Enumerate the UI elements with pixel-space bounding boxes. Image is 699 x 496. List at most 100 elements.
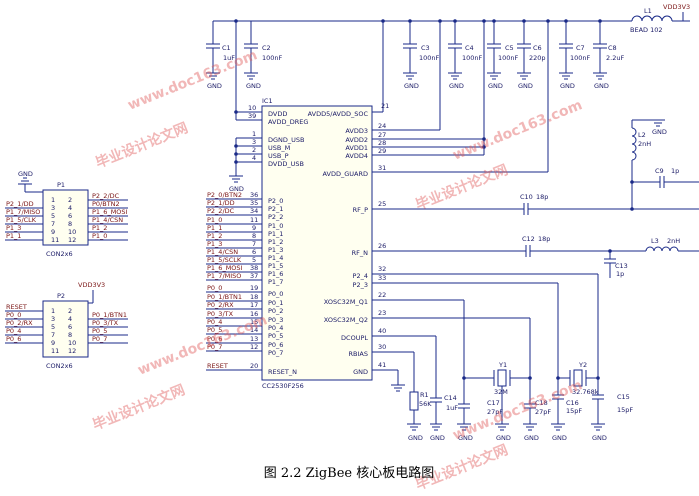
svg-text:P2_4: P2_4 (353, 272, 368, 280)
svg-text:12: 12 (250, 343, 258, 351)
svg-text:XOSC32M_Q2: XOSC32M_Q2 (324, 316, 368, 324)
svg-text:DVDD: DVDD (268, 110, 287, 118)
svg-text:36: 36 (250, 191, 258, 199)
c8-value: 2.2uF (606, 54, 624, 62)
capacitor-c6: C6 220p GND (517, 21, 546, 90)
ic1-usb-pins: GND 1 3 2 4 (229, 130, 262, 193)
svg-text:USB_M: USB_M (268, 144, 290, 152)
capacitor-c3: C3 100nF GND (403, 21, 440, 90)
y1-ref: Y1 (498, 361, 507, 369)
svg-text:P2_1/DD: P2_1/DD (6, 200, 34, 208)
capacitor-c16: C16 15pF GND (551, 394, 582, 442)
svg-text:P2_3: P2_3 (353, 281, 368, 289)
ic1-right-pin-names: AVDD5/AVDD_SOC AVDD3 AVDD2 AVDD1 AVDD4 A… (308, 110, 369, 376)
svg-text:P0_5: P0_5 (92, 327, 107, 335)
svg-text:P0_2: P0_2 (268, 307, 283, 315)
svg-text:10: 10 (68, 339, 76, 347)
svg-text:8: 8 (252, 232, 256, 240)
svg-text:3: 3 (252, 138, 256, 146)
svg-text:RBIAS: RBIAS (349, 350, 368, 358)
svg-text:毕业设计论文网: 毕业设计论文网 (93, 119, 190, 171)
svg-text:RF_P: RF_P (353, 206, 369, 214)
svg-text:P1_6_MOSI: P1_6_MOSI (207, 264, 243, 272)
svg-text:17: 17 (250, 301, 258, 309)
dcoupl-c14: 40 C14 1uF GND (372, 327, 458, 442)
ic1-gnd-pin: 41 (372, 361, 405, 392)
svg-text:AVDD1: AVDD1 (345, 144, 368, 152)
svg-text:P2_2/DC: P2_2/DC (207, 207, 235, 215)
capacitor-c18: C18 27pF GND (523, 378, 551, 442)
p2-crystal-lines: 32 33 (372, 265, 599, 395)
svg-text:32: 32 (378, 265, 386, 273)
svg-text:5: 5 (51, 212, 55, 220)
capacitor-c2: C2 100nF (244, 21, 283, 73)
svg-text:9: 9 (252, 224, 256, 232)
svg-text:41: 41 (378, 361, 386, 369)
svg-text:7: 7 (51, 331, 55, 339)
ic1-left-pin-names: DVDD AVDD_DREG DGND_USB USB_M USB_P DVDD… (268, 110, 308, 376)
p2-ref: P2 (57, 292, 65, 300)
gnd-label-c4: GND (449, 82, 464, 90)
svg-text:P2_1: P2_1 (268, 205, 283, 213)
y2-ref: Y2 (578, 361, 587, 369)
svg-text:AVDD2: AVDD2 (345, 136, 368, 144)
svg-text:DGND_USB: DGND_USB (268, 136, 305, 144)
svg-text:P0_5: P0_5 (268, 332, 283, 340)
svg-text:P0_6: P0_6 (268, 341, 283, 349)
svg-text:P1_3: P1_3 (207, 240, 222, 248)
bead-l1: L1 BEAD 102 (630, 7, 678, 34)
svg-text:20: 20 (250, 362, 258, 370)
svg-text:6: 6 (252, 248, 256, 256)
svg-text:25: 25 (378, 200, 386, 208)
c6-ref: C6 (533, 44, 542, 52)
svg-text:13: 13 (250, 335, 258, 343)
c10-value: 18p (536, 193, 548, 201)
c4-value: 100nF (462, 54, 483, 62)
svg-text:22: 22 (378, 291, 386, 299)
svg-text:P1_5: P1_5 (268, 262, 283, 270)
svg-text:P2_2: P2_2 (268, 213, 283, 221)
rbias-r1: 30 R1 56K GND (372, 343, 432, 442)
svg-text:GND: GND (353, 368, 368, 376)
svg-text:P1_7: P1_7 (268, 278, 283, 286)
gnd-label-c17: GND (458, 434, 473, 442)
pin-num-21: 21 (381, 102, 389, 110)
svg-text:1: 1 (51, 307, 55, 315)
svg-text:P0_0: P0_0 (268, 290, 283, 298)
svg-text:P1_0: P1_0 (268, 222, 283, 230)
y2-value: 32.768k (572, 388, 599, 396)
c13-value: 1p (616, 270, 624, 278)
gnd-label-c14: GND (430, 434, 445, 442)
svg-text:www.doc163.com: www.doc163.com (126, 47, 260, 114)
c3-value: 100nF (419, 54, 440, 62)
c12-ref: C12 (522, 235, 535, 243)
pin-num-28: 28 (378, 139, 386, 147)
gnd-label-r1: GND (408, 434, 423, 442)
svg-text:毕业设计论文网: 毕业设计论文网 (413, 161, 510, 213)
gnd-label-c8: GND (594, 82, 609, 90)
svg-text:P1_2: P1_2 (92, 224, 107, 232)
svg-text:P1_3: P1_3 (6, 224, 21, 232)
c16-ref: C16 (566, 399, 579, 407)
svg-text:30: 30 (378, 343, 386, 351)
svg-text:26: 26 (378, 242, 386, 250)
svg-text:15: 15 (250, 318, 258, 326)
svg-text:www.doc163.com: www.doc163.com (451, 97, 585, 164)
svg-text:11: 11 (51, 347, 59, 355)
c8-ref: C8 (608, 44, 617, 52)
svg-text:P0_4: P0_4 (268, 324, 283, 332)
y1-value: 32M (494, 388, 508, 396)
svg-text:37: 37 (250, 272, 258, 280)
pin-num-10: 10 (248, 104, 256, 112)
gnd-label-usb: GND (229, 185, 244, 193)
svg-text:9: 9 (51, 339, 55, 347)
svg-text:P1_1: P1_1 (207, 224, 222, 232)
r1-value: 56K (419, 400, 432, 408)
svg-text:P0_7: P0_7 (268, 349, 283, 357)
vdd-rail: VDD3V3 (213, 3, 690, 22)
svg-text:P0_6: P0_6 (207, 335, 222, 343)
c16-value: 15pF (566, 407, 582, 415)
svg-text:23: 23 (378, 309, 386, 317)
svg-text:P0_1/BTN1: P0_1/BTN1 (92, 311, 127, 319)
pin-num-24: 24 (378, 122, 386, 130)
